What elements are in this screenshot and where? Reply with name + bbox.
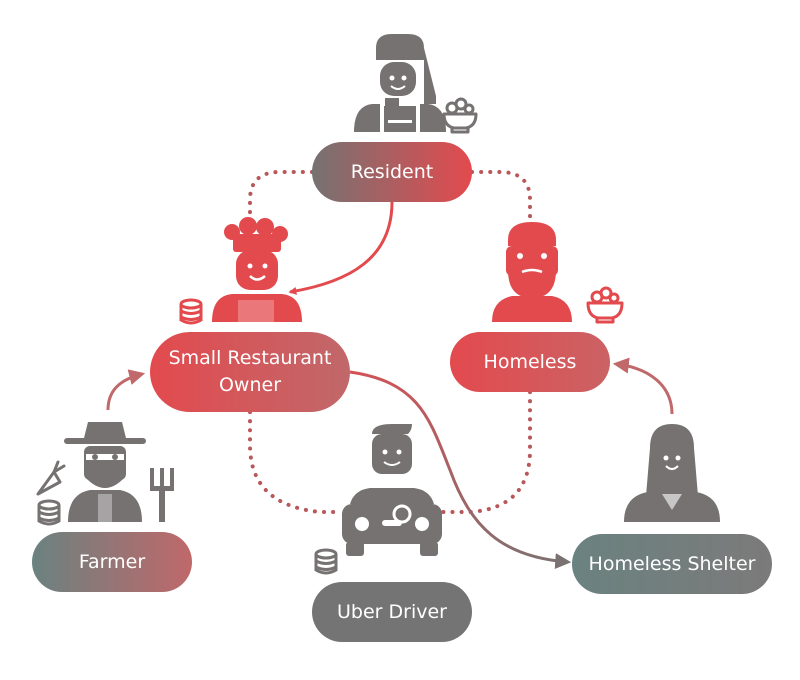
node-small-restaurant-owner: Small Restaurant Owner [150, 332, 350, 412]
node-farmer: Farmer [32, 532, 192, 592]
coin-stack-icon [314, 548, 338, 575]
node-small-restaurant-owner-label: Small Restaurant Owner [168, 347, 332, 396]
arrow-resident-to-owner [288, 201, 394, 295]
dotted-link-resident-homeless [470, 170, 532, 228]
arrow-owner-to-shelter [349, 370, 572, 570]
dotted-link-owner-driver [248, 410, 342, 514]
food-bowl-icon [442, 97, 478, 134]
node-homeless-shelter-label: Homeless Shelter [588, 552, 756, 575]
food-bowl-icon [586, 286, 624, 324]
node-homeless-label: Homeless [483, 350, 577, 373]
arrow-shelter-to-homeless [612, 357, 674, 415]
woman-apron-icon [354, 34, 446, 132]
bearded-man-icon [492, 222, 572, 322]
dotted-link-homeless-driver [438, 390, 532, 514]
farmer-icon [64, 422, 146, 522]
node-homeless: Homeless [450, 332, 610, 392]
coin-stack-icon [179, 298, 203, 325]
coin-stack-icon [37, 499, 61, 526]
chef-icon [212, 217, 302, 322]
woman-icon [624, 424, 720, 522]
dotted-link-resident-owner [248, 170, 314, 228]
node-farmer-label: Farmer [78, 550, 146, 573]
car-driver-icon [342, 424, 442, 556]
arrow-farmer-to-owner [106, 369, 146, 411]
node-resident-label: Resident [350, 160, 434, 183]
carrot-icon [36, 460, 66, 496]
node-homeless-shelter: Homeless Shelter [572, 534, 772, 594]
node-uber-driver: Uber Driver [312, 582, 472, 642]
node-uber-driver-label: Uber Driver [337, 600, 447, 623]
pitchfork-icon [150, 468, 174, 522]
node-resident: Resident [312, 142, 472, 202]
